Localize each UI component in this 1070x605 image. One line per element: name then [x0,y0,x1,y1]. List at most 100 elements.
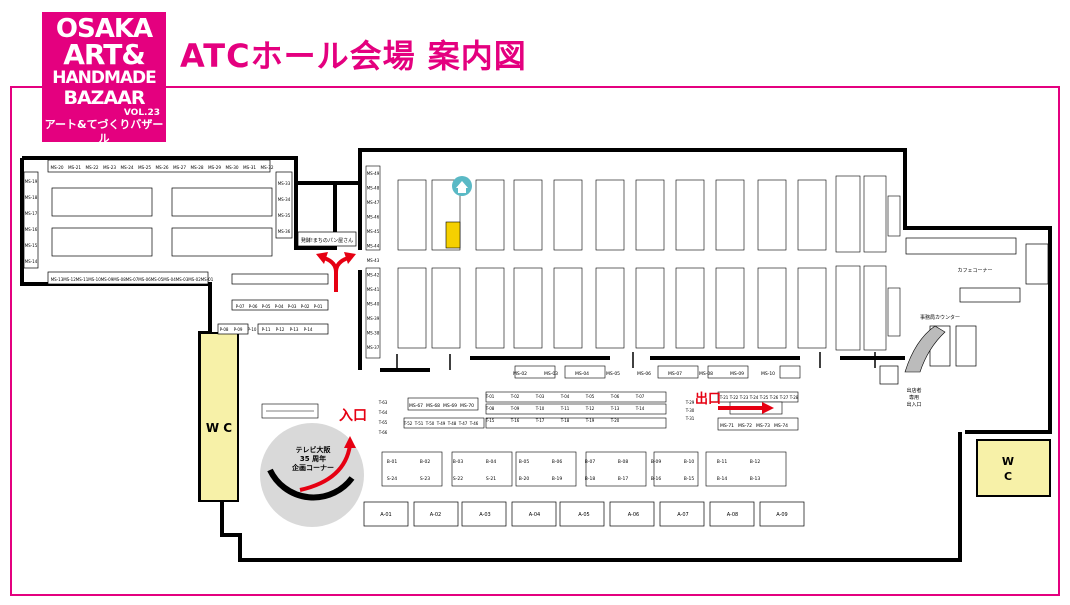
logo-line-handmade: HANDMADE [52,68,157,88]
exhibitor-stairs [904,325,946,373]
booth-label-entrance-t: T-63 [378,400,388,405]
booth-label-entrance-t: T-66 [378,430,388,435]
tv-corner-circle [260,423,364,527]
booth-label-p2: P-10 [248,327,257,332]
booth-label-top: MS-26 [155,165,168,170]
booth-label-mid-col: MS-39 [367,316,380,321]
entrance-arrow-head [344,436,356,448]
tv-corner-stage [267,468,355,501]
booth-label-bottom: MS-01 [201,277,214,282]
booth-label-t-mid: T-12 [585,406,595,411]
direction-arrows [323,256,349,292]
booth-label-right-col: MS-34 [278,197,291,202]
lower-hall-booths [381,391,799,487]
booth-label-mid-col: MS-46 [367,215,380,220]
booth-label-b-bot: S-23 [420,476,430,482]
booth-label-t-left: T-49 [436,421,446,426]
booth-label-mid-col: MS-42 [367,273,380,278]
left-hall-booths [23,159,357,335]
booth-label-t-right: T-22 [729,395,739,400]
booth-label-top: MS-23 [103,165,116,170]
booth-label-bottom: MS-04 [163,277,176,282]
booth-label-bottom: MS-12 [63,277,76,282]
booth-label-t-mid: T-06 [610,394,620,399]
booth-label-b-top: B-08 [618,459,629,465]
wc-area-left [199,332,239,502]
booth-label-ms-mid: MS-04 [575,371,589,377]
booth-label-left-col: MS-14 [25,259,38,264]
booth-label-t-mid: T-13 [610,406,620,411]
booth-label-mid-col: MS-38 [367,331,380,336]
booth-label-b-top: B-04 [486,459,497,465]
bread-corner-label: 発酵!まちのパン屋さん [301,237,353,244]
booth-label-t-mid: T-19 [585,418,595,423]
booth-label-p1: P-04 [275,304,284,309]
booth-label-entrance-t: T-64 [378,410,388,415]
booth-label-p1: P-07 [236,304,245,309]
booth-label-b-bot: B-17 [618,476,629,482]
booth-label-b-bot: B-20 [519,476,530,482]
booth-label-t-left: T-47 [458,421,468,426]
booth-label-p1: P-01 [314,304,323,309]
booth-label-t-right: T-23 [739,395,749,400]
booth-label-left-col: MS-17 [25,211,38,216]
booth-label-t-left: T-51 [414,421,424,426]
booth-label-b-bot: B-14 [717,476,728,482]
booth-label-b-bot: S-22 [453,476,463,482]
logo-line-japanese: アート&てづくりバザール [44,118,164,145]
tv-corner-label-1: テレビ大阪 [296,445,332,454]
booth-label-bottom: MS-11 [76,277,89,282]
logo-line-bazaar: BAZAAR [63,87,145,109]
booth-label-bottom: MS-03 [176,277,189,282]
booth-label-ms67: MS-69 [443,403,457,409]
wc-label-right-2: C [1004,470,1012,483]
booth-label-b-bot: B-13 [750,476,761,482]
booth-label-bottom: MS-02 [188,277,201,282]
booth-label-b-bot: S-24 [387,476,397,482]
booth-label-mid-col: MS-47 [367,200,380,205]
booth-label-left-col: MS-15 [25,243,38,248]
wc-area-right [976,439,1051,497]
booth-label-t-mid: T-15 [485,418,495,423]
booth-label-b-top: B-09 [651,459,662,465]
booth-label-a-row: A-06 [628,512,639,518]
cafe-label: カフェコーナー [957,268,992,274]
booth-label-mid-col: MS-44 [367,244,380,249]
booth-label-t-mid: T-20 [610,418,620,423]
wc-label-right-1: W [1002,455,1014,468]
booth-label-b-top: B-12 [750,459,761,465]
booth-label-left-col: MS-18 [25,195,38,200]
booth-label-ms67: MS-68 [426,403,440,409]
booth-label-b-bot: B-19 [552,476,563,482]
logo-volume: VOL.23 [123,108,160,118]
booth-label-ms67: MS-70 [460,403,474,409]
booth-label-a-row: A-07 [677,512,688,518]
booth-label-b-top: B-05 [519,459,530,465]
booth-label-b-bot: B-18 [585,476,596,482]
booth-label-ms-mid: MS-08 [699,371,713,377]
booth-label-t-left: T-46 [469,421,479,426]
logo-line-art: ART& [63,38,146,71]
booth-label-ms-mid: MS-10 [761,371,775,377]
booth-label-t-mid: T-18 [560,418,570,423]
lower-walls [380,356,905,372]
booth-label-mid-col: MS-40 [367,302,380,307]
booth-label-mid-col: MS-41 [367,287,380,292]
booth-label-left-col: MS-19 [25,179,38,184]
booth-label-entrance-t: T-65 [378,420,388,425]
logo-line-osaka: OSAKA [55,14,153,44]
booth-label-top: MS-30 [225,165,238,170]
aisle-arrows [396,352,876,370]
booth-label-b-top: B-01 [387,459,398,465]
booth-label-t-mid: T-03 [535,394,545,399]
booth-label-ms-mid: MS-07 [668,371,682,377]
booth-label-bottom: MS-06 [138,277,151,282]
ms-mid-row [514,365,801,379]
booth-label-ms-mid: MS-06 [637,371,651,377]
exit-arrow-head [762,402,774,414]
wc-label-left: W C [206,421,232,435]
booth-label-bottom: MS-07 [126,277,139,282]
booth-label-t-right: T-24 [749,395,759,400]
booth-label-p2: P-13 [290,327,299,332]
booth-label-t-mid: T-17 [535,418,545,423]
